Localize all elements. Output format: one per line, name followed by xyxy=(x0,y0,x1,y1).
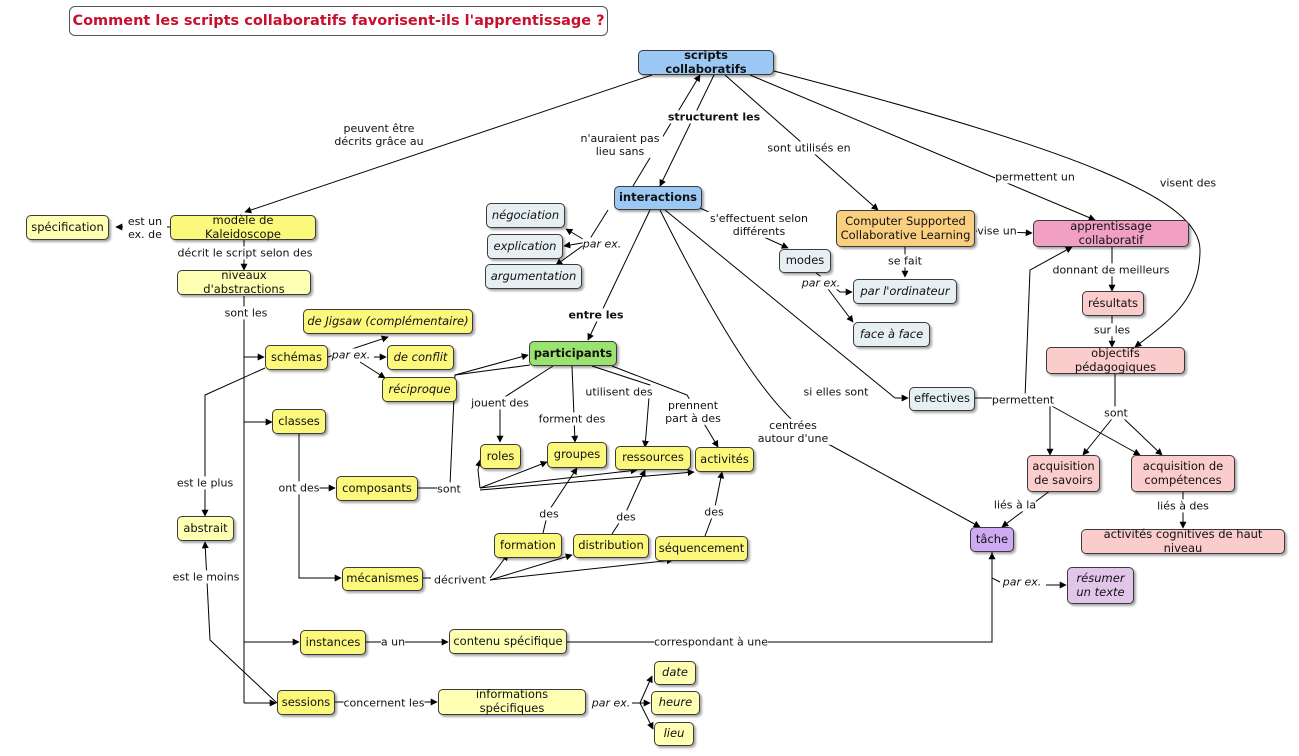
label-sont-composants: sont xyxy=(437,482,461,496)
node-scripts-collaboratifs[interactable]: scripts collaboratifs xyxy=(638,48,774,75)
label-ont-des: ont des xyxy=(278,481,320,495)
label-seffectuent-selon: s'effectuent selon différents xyxy=(704,211,814,239)
node-jigsaw[interactable]: de Jigsaw (complémentaire) xyxy=(303,309,473,334)
label-jouent-des: jouent des xyxy=(471,396,529,410)
label-lies-a-des: liés à des xyxy=(1157,499,1209,513)
node-heure[interactable]: heure xyxy=(651,691,700,715)
node-abstrait[interactable]: abstrait xyxy=(177,516,234,541)
node-specification[interactable]: spécification xyxy=(26,215,109,240)
node-cscl[interactable]: Computer Supported Collaborative Learnin… xyxy=(836,210,975,247)
node-resultats[interactable]: résultats xyxy=(1082,291,1144,316)
label-decrivent: décrivent xyxy=(434,573,486,587)
node-composants[interactable]: composants xyxy=(336,476,418,501)
label-donnant-de-meilleurs: donnant de meilleurs xyxy=(1052,263,1170,277)
node-resumer-texte[interactable]: résumer un texte xyxy=(1067,567,1134,604)
label-centrees-autour: centrées autour d'une xyxy=(753,418,833,446)
label-visent-des: visent des xyxy=(1159,176,1217,190)
page-title: Comment les scripts collaboratifs favori… xyxy=(69,6,608,36)
label-utilisent-des: utilisent des xyxy=(585,385,653,399)
node-classes[interactable]: classes xyxy=(272,409,326,434)
node-interactions[interactable]: interactions xyxy=(614,186,702,210)
node-reciproque[interactable]: réciproque xyxy=(382,377,457,402)
label-se-fait: se fait xyxy=(888,254,922,268)
node-lieu[interactable]: lieu xyxy=(654,722,694,746)
node-roles[interactable]: roles xyxy=(480,444,521,469)
node-informations-specifiques[interactable]: informations spécifiques xyxy=(438,687,586,715)
label-nauraient-pas: n'auraient pas lieu sans xyxy=(577,131,663,159)
label-par-ex-modes: par ex. xyxy=(801,276,841,290)
label-est-le-moins: est le moins xyxy=(172,570,240,584)
label-forment-des: forment des xyxy=(538,412,606,426)
label-sur-les: sur les xyxy=(1093,323,1131,337)
node-groupes[interactable]: groupes xyxy=(547,442,607,468)
label-sont-objectifs: sont xyxy=(1104,406,1128,420)
label-lies-a-la: liés à la xyxy=(993,498,1037,512)
node-argumentation[interactable]: argumentation xyxy=(485,264,582,289)
label-peuvent-etre-decrits: peuvent être décrits grâce au xyxy=(334,121,424,149)
node-sequencement[interactable]: séquencement xyxy=(655,536,748,561)
label-par-ex-sessions: par ex. xyxy=(591,696,631,710)
label-structurent-les: structurent les xyxy=(667,110,761,124)
label-entre-les: entre les xyxy=(568,308,624,322)
label-prennent-part: prennent part à des xyxy=(658,398,728,426)
label-a-un: a un xyxy=(380,635,406,649)
label-par-ex-interactions: par ex. xyxy=(582,237,622,251)
label-sont-les: sont les xyxy=(224,306,268,320)
node-activites[interactable]: activités xyxy=(695,447,754,472)
node-distribution[interactable]: distribution xyxy=(573,534,649,558)
node-ressources[interactable]: ressources xyxy=(615,446,691,470)
node-contenu-specifique[interactable]: contenu spécifique xyxy=(449,629,567,654)
node-acquisition-savoirs[interactable]: acquisition de savoirs xyxy=(1027,455,1100,492)
node-tache[interactable]: tâche xyxy=(970,527,1014,552)
label-est-le-plus: est le plus xyxy=(176,476,234,490)
node-par-ordinateur[interactable]: par l'ordinateur xyxy=(853,279,957,304)
label-est-un-ex-de: est un ex. de xyxy=(123,214,167,242)
node-date[interactable]: date xyxy=(654,661,696,685)
label-decrit-le-script: décrit le script selon des xyxy=(177,246,313,260)
label-des-sequencement: des xyxy=(704,505,724,519)
label-correspondant-a-une: correspondant à une xyxy=(653,635,769,649)
label-des-formation: des xyxy=(539,507,559,521)
node-de-conflit[interactable]: de conflit xyxy=(387,345,454,370)
node-modele-kaleidoscope[interactable]: modèle de Kaleidoscope xyxy=(170,213,316,240)
node-explication[interactable]: explication xyxy=(487,234,563,259)
node-negociation[interactable]: négociation xyxy=(486,203,565,228)
node-modes[interactable]: modes xyxy=(779,249,831,273)
node-instances[interactable]: instances xyxy=(300,630,366,655)
label-permettent: permettent xyxy=(991,393,1055,407)
node-niveaux-abstractions[interactable]: niveaux d'abstractions xyxy=(177,268,311,295)
label-si-elles-sont: si elles sont xyxy=(803,385,869,399)
label-des-distribution: des xyxy=(616,510,636,524)
node-schemas[interactable]: schémas xyxy=(265,345,328,370)
node-apprentissage-collaboratif[interactable]: apprentissage collaboratif xyxy=(1033,219,1189,247)
label-permettent-un: permettent un xyxy=(995,170,1075,184)
label-par-ex-tache: par ex. xyxy=(1002,575,1042,589)
node-acquisition-competences[interactable]: acquisition de compétences xyxy=(1131,455,1235,492)
node-sessions[interactable]: sessions xyxy=(277,690,335,715)
node-activites-cognitives[interactable]: activités cognitives de haut niveau xyxy=(1081,527,1285,554)
node-participants[interactable]: participants xyxy=(529,341,617,366)
label-vise-un: vise un xyxy=(977,224,1017,238)
label-par-ex-schemas: par ex. xyxy=(331,348,371,362)
node-formation[interactable]: formation xyxy=(494,533,562,558)
node-effectives[interactable]: effectives xyxy=(909,387,975,411)
node-mecanismes[interactable]: mécanismes xyxy=(342,567,423,591)
label-sont-utilises-en: sont utilisés en xyxy=(767,141,851,155)
node-objectifs-pedagogiques[interactable]: objectifs pédagogiques xyxy=(1046,346,1185,374)
label-concernent-les: concernent les xyxy=(343,696,425,710)
node-face-a-face[interactable]: face à face xyxy=(853,322,930,347)
